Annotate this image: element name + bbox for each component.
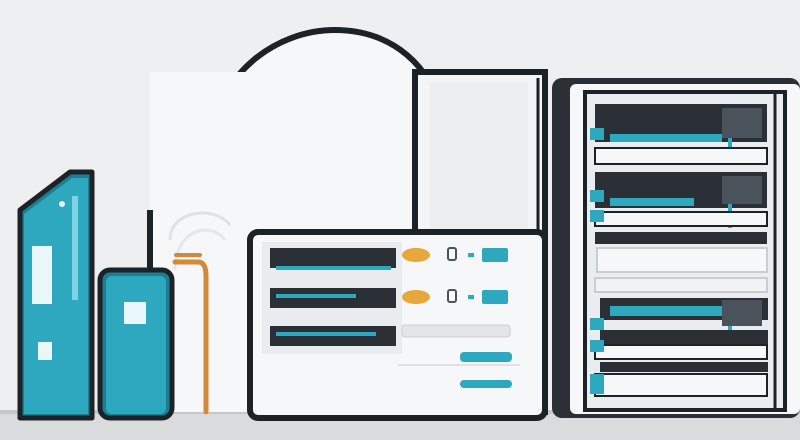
orange-cable-icon xyxy=(172,253,209,415)
short-device-icon xyxy=(97,267,175,421)
front-storage-unit xyxy=(247,229,548,421)
drive-bay xyxy=(590,277,768,350)
status-light-orange xyxy=(402,248,430,262)
status-light-teal xyxy=(482,248,508,262)
drive-slot xyxy=(270,288,396,308)
status-light-teal xyxy=(482,290,508,304)
drive-slot xyxy=(270,326,396,346)
tall-phone-device-icon xyxy=(17,169,95,421)
teal-indicator-bar xyxy=(460,380,512,388)
drive-slot xyxy=(270,248,396,270)
server-rack-icon xyxy=(552,78,800,418)
port-icon xyxy=(447,289,457,303)
device-screen xyxy=(32,246,52,304)
status-light-orange xyxy=(402,290,430,304)
drive-bay xyxy=(590,330,768,360)
teal-indicator-bar xyxy=(460,352,512,362)
drive-bay xyxy=(590,362,768,397)
drive-bay xyxy=(590,172,768,228)
drive-bay xyxy=(590,104,768,165)
port-icon xyxy=(447,247,457,261)
drive-bay xyxy=(595,232,768,273)
device-indicator xyxy=(124,302,146,324)
device-indicator xyxy=(38,342,52,360)
